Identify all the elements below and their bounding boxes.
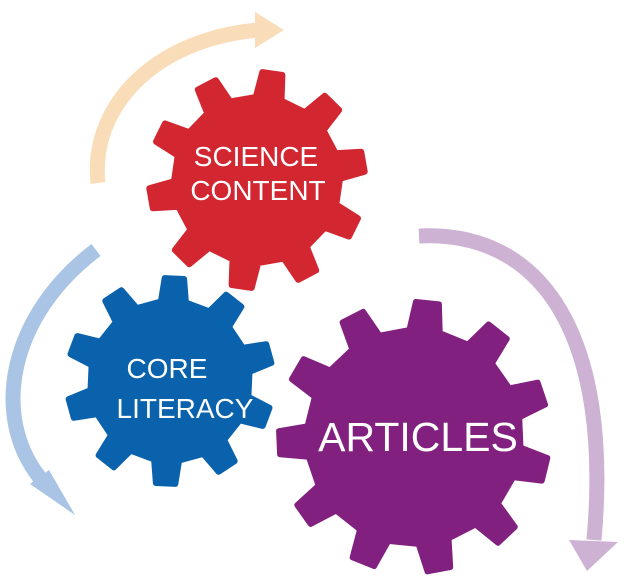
right-arrow-shaft bbox=[418, 228, 605, 541]
top-arrow-head bbox=[255, 12, 284, 48]
articles-gear-body bbox=[276, 299, 551, 575]
core-literacy-gear: CORE LITERACY bbox=[65, 275, 275, 487]
top-arrow bbox=[89, 12, 284, 184]
left-arrow-shaft bbox=[5, 244, 101, 483]
articles-label: ARTICLES bbox=[318, 414, 518, 460]
core-literacy-label-line-2: LITERACY bbox=[117, 393, 254, 424]
science-content-label-line-1: SCIENCE bbox=[194, 141, 318, 172]
articles-gear: ARTICLES bbox=[276, 299, 551, 575]
right-arrow-head bbox=[569, 540, 618, 571]
science-content-label-line-2: CONTENT bbox=[190, 175, 325, 206]
core-literacy-gear-body bbox=[65, 275, 275, 487]
left-arrow bbox=[5, 244, 101, 515]
left-arrow-head bbox=[30, 470, 75, 515]
science-content-gear-body bbox=[146, 69, 368, 291]
top-arrow-shaft bbox=[89, 22, 259, 184]
core-literacy-label-line-1: CORE bbox=[127, 353, 208, 384]
right-arrow bbox=[418, 228, 618, 571]
science-content-gear: SCIENCE CONTENT bbox=[146, 69, 368, 291]
